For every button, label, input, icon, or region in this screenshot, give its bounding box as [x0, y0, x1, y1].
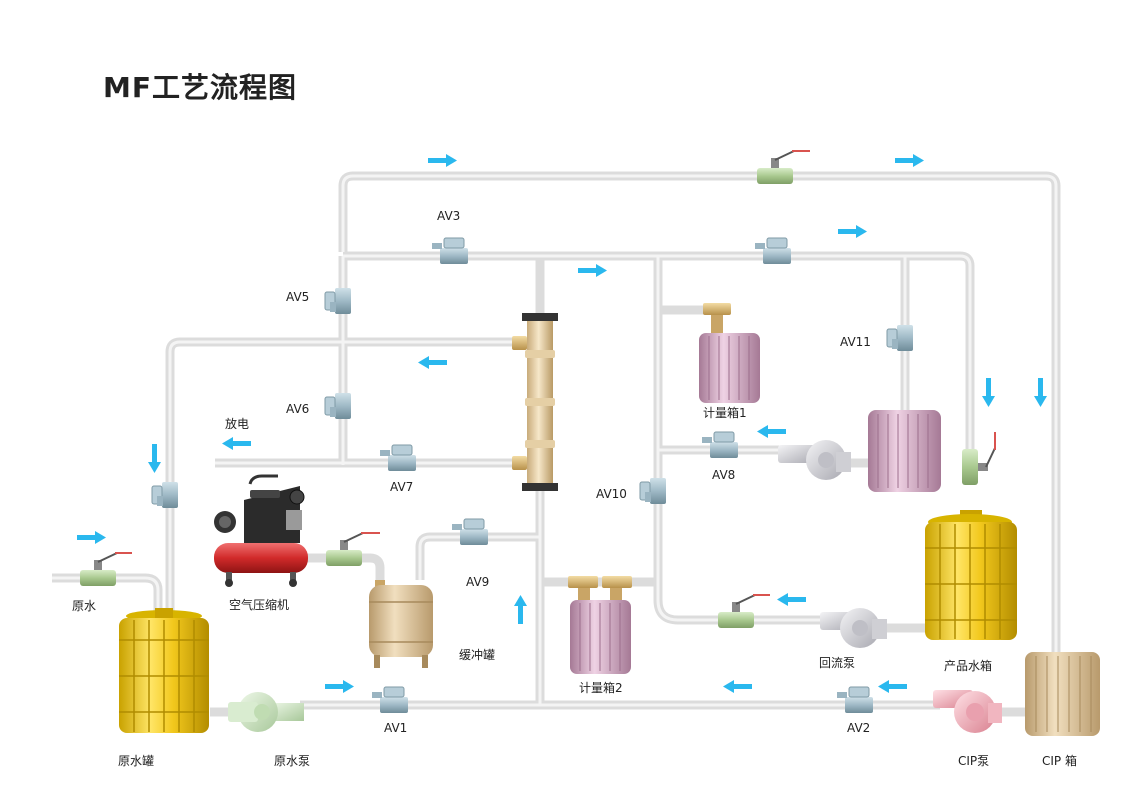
arrow-left-icon	[757, 425, 786, 438]
label-raw-water-tank: 原水罐	[118, 754, 155, 768]
buffer-tank	[369, 580, 433, 668]
label-av5: AV5	[286, 290, 310, 304]
valve-av8	[702, 431, 738, 458]
manual-valve-raw-inlet	[80, 552, 132, 586]
label-metering-tank-2: 计量箱2	[579, 681, 623, 695]
label-av8: AV8	[712, 468, 736, 482]
label-raw-water: 原水	[72, 599, 97, 613]
valve-av2	[837, 686, 873, 713]
label-metering-tank-1: 计量箱1	[703, 406, 747, 420]
label-av6: AV6	[286, 402, 310, 416]
valve-av9	[452, 518, 488, 545]
arrow-down-icon	[1034, 378, 1047, 407]
mf-membrane-module	[512, 313, 558, 491]
raw-water-tank	[119, 608, 209, 733]
arrow-down-icon	[982, 378, 995, 407]
raw-water-pump	[228, 692, 304, 732]
valve-av10	[639, 478, 666, 504]
label-product-water-tank: 产品水箱	[944, 659, 993, 673]
arrow-down-icon	[148, 444, 161, 473]
manual-valve-compressor	[326, 532, 380, 566]
valve-raw-return	[151, 482, 178, 508]
label-av3: AV3	[437, 209, 461, 223]
metering-tank-2	[568, 576, 632, 674]
arrow-left-icon	[777, 593, 806, 606]
arrow-left-icon	[723, 680, 752, 693]
label-av10: AV10	[596, 487, 627, 501]
label-cip-pump: CIP泵	[958, 754, 990, 768]
label-buffer-tank: 缓冲罐	[459, 648, 496, 662]
label-av7: AV7	[390, 480, 414, 494]
label-av2: AV2	[847, 721, 871, 735]
arrow-left-icon	[222, 437, 251, 450]
manual-valve-product	[962, 432, 996, 485]
air-compressor	[214, 474, 308, 587]
product-water-tank	[925, 510, 1017, 640]
reflux-pump	[820, 608, 887, 648]
large-pink-tank	[868, 410, 941, 492]
label-raw-water-pump: 原水泵	[274, 754, 311, 768]
arrow-right-icon	[838, 225, 867, 238]
cip-pump	[933, 690, 1002, 733]
arrow-right-icon	[895, 154, 924, 167]
valve-av3	[432, 237, 468, 264]
valve-av1	[372, 686, 408, 713]
label-av11: AV11	[840, 335, 871, 349]
arrow-right-icon	[77, 531, 106, 544]
manual-valve-reflux	[718, 594, 770, 628]
arrow-right-icon	[578, 264, 607, 277]
arrow-up-icon	[514, 595, 527, 624]
reflux-pump-top	[778, 440, 851, 480]
label-discharge: 放电	[225, 417, 250, 431]
valve-av-manifold	[755, 237, 791, 264]
arrow-right-icon	[428, 154, 457, 167]
label-air-compressor: 空气压缩机	[229, 598, 290, 612]
manual-valve-top	[757, 150, 810, 184]
arrow-left-icon	[878, 680, 907, 693]
label-av9: AV9	[466, 575, 490, 589]
valve-av11	[886, 325, 913, 351]
flow-arrows	[77, 154, 1047, 693]
page-title: MF工艺流程图	[103, 71, 297, 104]
metering-tank-1	[699, 303, 760, 403]
cip-tank	[1025, 652, 1100, 736]
valve-av6	[324, 393, 351, 419]
label-av1: AV1	[384, 721, 408, 735]
label-cip-tank: CIP 箱	[1042, 754, 1077, 768]
arrow-right-icon	[325, 680, 354, 693]
valve-av5	[324, 288, 351, 314]
valve-av7	[380, 444, 416, 471]
arrow-left-icon	[418, 356, 447, 369]
label-reflux-pump: 回流泵	[819, 656, 856, 670]
